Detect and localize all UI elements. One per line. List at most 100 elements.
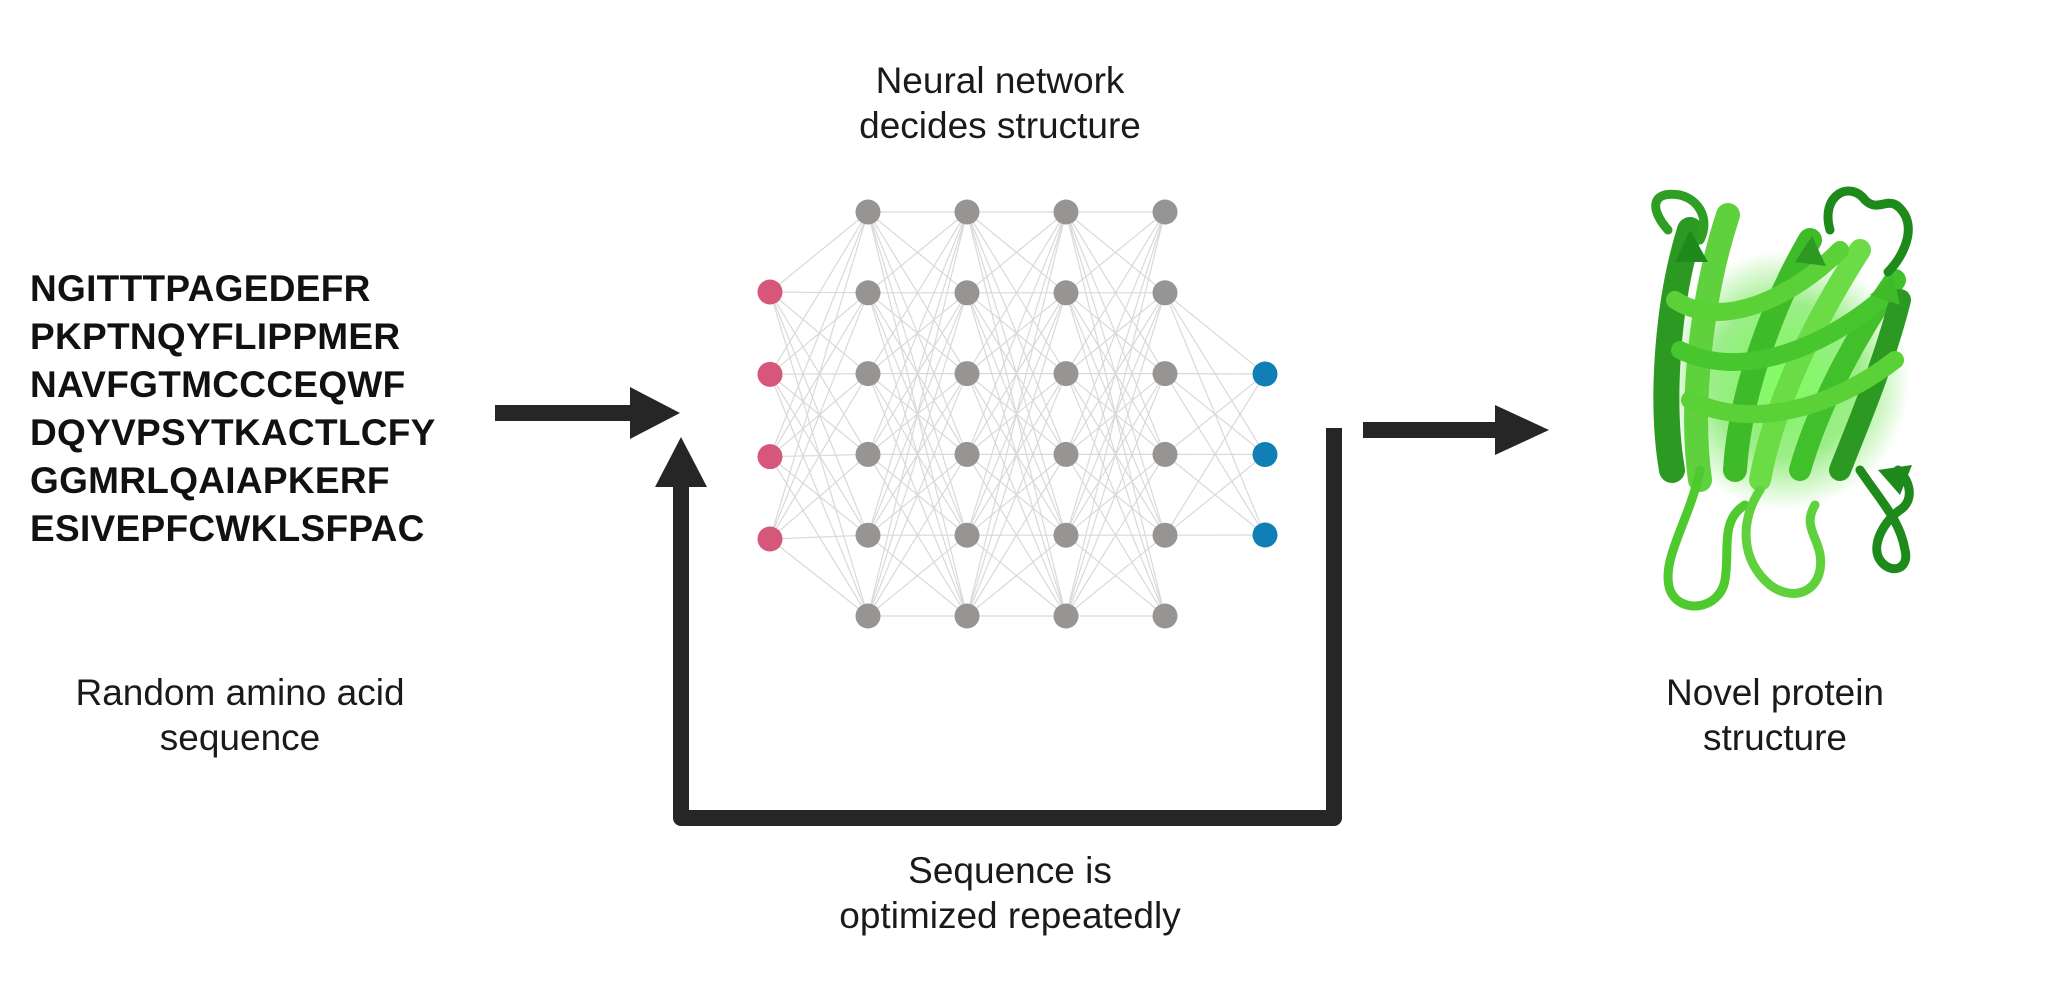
network-connection: [966, 211, 1067, 536]
network-connection: [966, 211, 1067, 617]
network-connection: [1065, 534, 1166, 617]
sequence-caption-line2: sequence: [159, 717, 321, 758]
sequence-caption-line1: Random amino acid: [75, 672, 405, 713]
network-connection: [1065, 211, 1166, 455]
input-node: [757, 279, 783, 305]
feedback-loop-caption: Sequence is optimized repeatedly: [790, 848, 1230, 938]
network-connection: [966, 373, 1067, 617]
network-connection: [867, 211, 968, 294]
feedback-loop-path: [673, 428, 1342, 826]
network-connection: [769, 211, 869, 293]
output-node: [1252, 361, 1278, 387]
feedback-loop-arrow: [655, 428, 1342, 826]
input-node: [757, 444, 783, 470]
network-connection: [966, 211, 1067, 374]
feedback-loop-arrow-head: [655, 437, 707, 487]
hidden-node: [855, 522, 881, 548]
input-node: [757, 526, 783, 552]
hidden-node: [855, 441, 881, 467]
network-connection: [769, 453, 869, 540]
feedback-loop-caption-line2: optimized repeatedly: [839, 895, 1181, 936]
hidden-node: [1053, 199, 1079, 225]
output-arrow-head: [1495, 405, 1549, 455]
hidden-node: [954, 361, 980, 387]
output-node: [1252, 522, 1278, 548]
hidden-node: [1053, 280, 1079, 306]
hidden-node: [855, 199, 881, 225]
sequence-line: GGMRLQAIAPKERF: [30, 460, 390, 501]
protein-caption: Novel protein structure: [1575, 670, 1975, 760]
network-connection: [769, 211, 869, 540]
network-connection: [769, 534, 869, 540]
sequence-line: NAVFGTMCCCEQWF: [30, 364, 406, 405]
input-node: [757, 361, 783, 387]
network-connection: [966, 211, 1067, 455]
input-arrow-head: [630, 387, 680, 439]
network-connection: [1164, 373, 1266, 455]
network-connection: [769, 211, 869, 457]
hidden-node: [954, 280, 980, 306]
network-connection: [769, 292, 869, 540]
sequence-line: DQYVPSYTKACTLCFY: [30, 412, 436, 453]
amino-acid-sequence: NGITTTPAGEDEFR PKPTNQYFLIPPMER NAVFGTMCC…: [30, 265, 436, 553]
network-connection: [769, 538, 869, 617]
network-title-line1: Neural network: [875, 60, 1125, 101]
protein-caption-line2: structure: [1703, 717, 1847, 758]
network-connection: [867, 292, 968, 617]
network-connection: [1164, 292, 1266, 375]
hidden-node: [1053, 361, 1079, 387]
network-connection: [1065, 292, 1166, 617]
network-connection: [1065, 211, 1166, 536]
network-connection: [769, 211, 869, 375]
hidden-node: [1152, 441, 1178, 467]
network-connection: [966, 211, 1067, 294]
hidden-node: [855, 280, 881, 306]
network-connection: [867, 211, 968, 374]
network-connection: [966, 534, 1067, 617]
hidden-node: [1152, 603, 1178, 629]
network-connection: [867, 211, 968, 617]
sequence-caption: Random amino acid sequence: [40, 670, 440, 760]
hidden-node: [954, 603, 980, 629]
hidden-node: [954, 199, 980, 225]
network-connection: [1164, 373, 1266, 536]
network-connection: [966, 292, 1067, 617]
input-arrow: [495, 387, 680, 439]
hidden-node: [1053, 603, 1079, 629]
hidden-node: [1152, 361, 1178, 387]
sequence-line: ESIVEPFCWKLSFPAC: [30, 508, 425, 549]
network-connection: [1065, 211, 1166, 374]
network-title-line2: decides structure: [859, 105, 1141, 146]
network-connection: [966, 454, 1067, 617]
network-connection: [1164, 454, 1266, 536]
hidden-node: [1053, 441, 1079, 467]
hidden-node: [954, 522, 980, 548]
hidden-node: [1152, 199, 1178, 225]
hidden-node: [954, 441, 980, 467]
protein-loops: [1651, 186, 1914, 611]
network-title: Neural network decides structure: [790, 58, 1210, 148]
hidden-node: [855, 361, 881, 387]
network-connection: [1065, 211, 1166, 294]
beta-barrel: [1653, 203, 1911, 492]
neural-network: [757, 199, 1278, 629]
network-connection: [769, 374, 869, 536]
network-connection: [867, 211, 968, 455]
sequence-line: PKPTNQYFLIPPMER: [30, 316, 401, 357]
output-node: [1252, 442, 1278, 467]
network-connections: [769, 211, 1266, 617]
network-connection: [867, 534, 968, 617]
network-connection: [867, 373, 968, 617]
network-connection: [769, 373, 869, 540]
hidden-node: [1152, 280, 1178, 306]
network-connection: [1065, 454, 1166, 617]
hidden-node: [855, 603, 881, 629]
strand-arrowheads: [1675, 230, 1912, 495]
protein-caption-line1: Novel protein: [1665, 672, 1884, 713]
output-arrow: [1363, 405, 1549, 455]
protein-structure-illustration: [1651, 186, 1914, 611]
network-connection: [1065, 373, 1166, 617]
network-connection: [867, 454, 968, 617]
sequence-line: NGITTTPAGEDEFR: [30, 268, 371, 309]
